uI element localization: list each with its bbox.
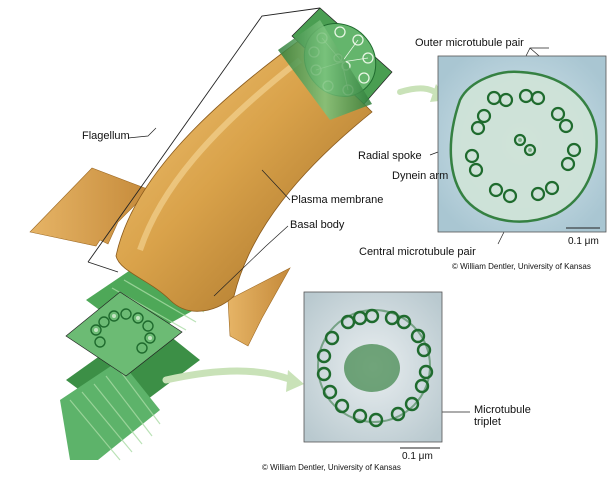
basal-body-micrograph — [304, 292, 442, 448]
label-plasma-membrane: Plasma membrane — [291, 194, 383, 206]
label-dynein-arm: Dynein arm — [392, 170, 448, 182]
label-microtubule-triplet-text: Microtubule triplet — [474, 404, 531, 428]
label-radial-spoke: Radial spoke — [358, 150, 422, 162]
label-microtubule-triplet: Microtubule triplet — [474, 404, 531, 428]
label-central-microtubule-pair: Central microtubule pair — [359, 246, 476, 258]
credit-basal-body: © William Dentler, University of Kansas — [262, 463, 401, 472]
label-flagellum: Flagellum — [82, 130, 130, 142]
arrow-to-flagellum-section — [400, 88, 438, 94]
label-outer-microtubule-pair: Outer microtubule pair — [415, 37, 524, 49]
scale-label-flagellum: 0.1 μm — [568, 236, 599, 247]
label-basal-body: Basal body — [290, 219, 344, 231]
flagellum-micrograph — [438, 56, 606, 232]
arrow-to-basal-section — [166, 371, 292, 380]
credit-flagellum: © William Dentler, University of Kansas — [452, 262, 591, 271]
scale-label-basal-body: 0.1 μm — [402, 451, 433, 462]
